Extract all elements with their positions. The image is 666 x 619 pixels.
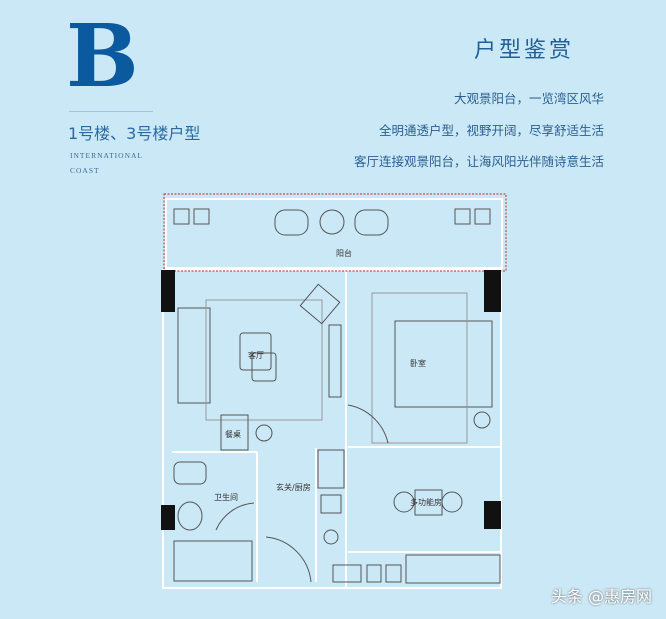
coffee-table <box>239 332 272 371</box>
room-label-multi-function-room: 多功能房 <box>410 497 442 507</box>
sink <box>320 494 342 514</box>
balcony-table <box>319 209 345 235</box>
balcony-chair <box>274 209 309 236</box>
room-label-entry-kitchen: 玄关/厨房 <box>276 482 311 492</box>
wardrobe <box>405 554 501 584</box>
watermark: 头条 @惠房网 <box>550 587 652 606</box>
room-label-living-room: 客厅 <box>248 350 264 360</box>
unit-letter: B <box>66 6 139 107</box>
sofa <box>177 307 211 404</box>
shower <box>173 540 253 582</box>
balcony-chair <box>354 209 389 236</box>
english-line-1: INTERNATIONAL <box>70 151 143 160</box>
room-label-balcony: 阳台 <box>336 248 352 258</box>
armchair <box>299 283 341 325</box>
dining-table <box>220 414 249 451</box>
room-label-bedroom: 卧室 <box>410 358 426 368</box>
balcony-outline <box>165 198 503 269</box>
page-heading: 户型鉴赏 <box>473 38 574 63</box>
washbasin <box>177 501 203 531</box>
english-line-2: COAST <box>70 166 100 175</box>
feature-3: 客厅连接观景阳台，让海风阳光伴随诗意生活 <box>353 154 604 169</box>
room-label-bathroom: 卫生间 <box>214 492 238 502</box>
feature-1: 大观景阳台，一览湾区风华 <box>453 91 604 106</box>
balcony-dashed-outline <box>163 193 507 272</box>
feature-2: 全明通透户型，视野开阔，尽享舒适生活 <box>378 123 604 138</box>
room-label-dining-table: 餐桌 <box>225 429 241 439</box>
outer-wall <box>162 269 502 589</box>
bed <box>394 320 493 408</box>
divider <box>69 111 153 112</box>
unit-subtitle: 1号楼、3号楼户型 <box>68 124 201 143</box>
stove <box>323 529 339 545</box>
toilet <box>173 461 207 485</box>
